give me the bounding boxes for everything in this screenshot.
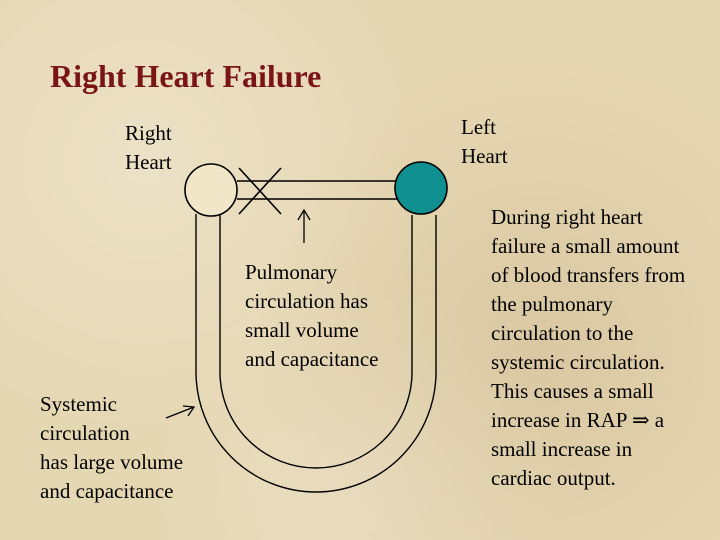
slide-title: Right Heart Failure [50, 58, 322, 94]
description-line: of blood transfers from [491, 263, 686, 287]
right-heart-label: Right Heart [125, 119, 172, 177]
pulmonary-label-line: small volume [245, 318, 359, 342]
systemic-label-line: and capacitance [40, 479, 174, 503]
systemic-label-line: circulation [40, 421, 130, 445]
systemic-vessel-outer [195, 214, 437, 493]
left-heart-label-line: Heart [461, 144, 508, 168]
description-line: During right heart [491, 205, 643, 229]
right-heart-circle [184, 163, 238, 217]
pulmonary-circulation-label: Pulmonary circulation has small volume a… [245, 258, 420, 374]
description-line: increase in RAP ⇒ a [491, 408, 665, 432]
systemic-label-line: Systemic [40, 392, 117, 416]
pulmonary-label-line: and capacitance [245, 347, 379, 371]
pulmonary-arrow [297, 208, 311, 243]
blockage-x-mark [238, 167, 282, 215]
systemic-label-line: has large volume [40, 450, 184, 474]
description-line: cardiac output. [491, 466, 616, 490]
systemic-vessel-inner [219, 210, 413, 469]
description-line: systemic circulation. [491, 350, 665, 374]
description-line: This causes a small [491, 379, 654, 403]
pulmonary-label-line: circulation has [245, 289, 369, 313]
right-heart-label-line: Heart [125, 150, 172, 174]
description-text: During right heart failure a small amoun… [491, 203, 719, 493]
systemic-circulation-label: Systemic circulation has large volume an… [40, 390, 230, 506]
description-line: failure a small amount [491, 234, 680, 258]
right-heart-label-line: Right [125, 121, 172, 145]
left-heart-label: Left Heart [461, 113, 508, 171]
left-heart-label-line: Left [461, 115, 496, 139]
pulmonary-label-line: Pulmonary [245, 260, 338, 284]
left-heart-circle [394, 161, 448, 215]
description-line: small increase in [491, 437, 633, 461]
description-line: the pulmonary [491, 292, 613, 316]
systemic-arrow [165, 405, 196, 419]
description-line: circulation to the [491, 321, 634, 345]
